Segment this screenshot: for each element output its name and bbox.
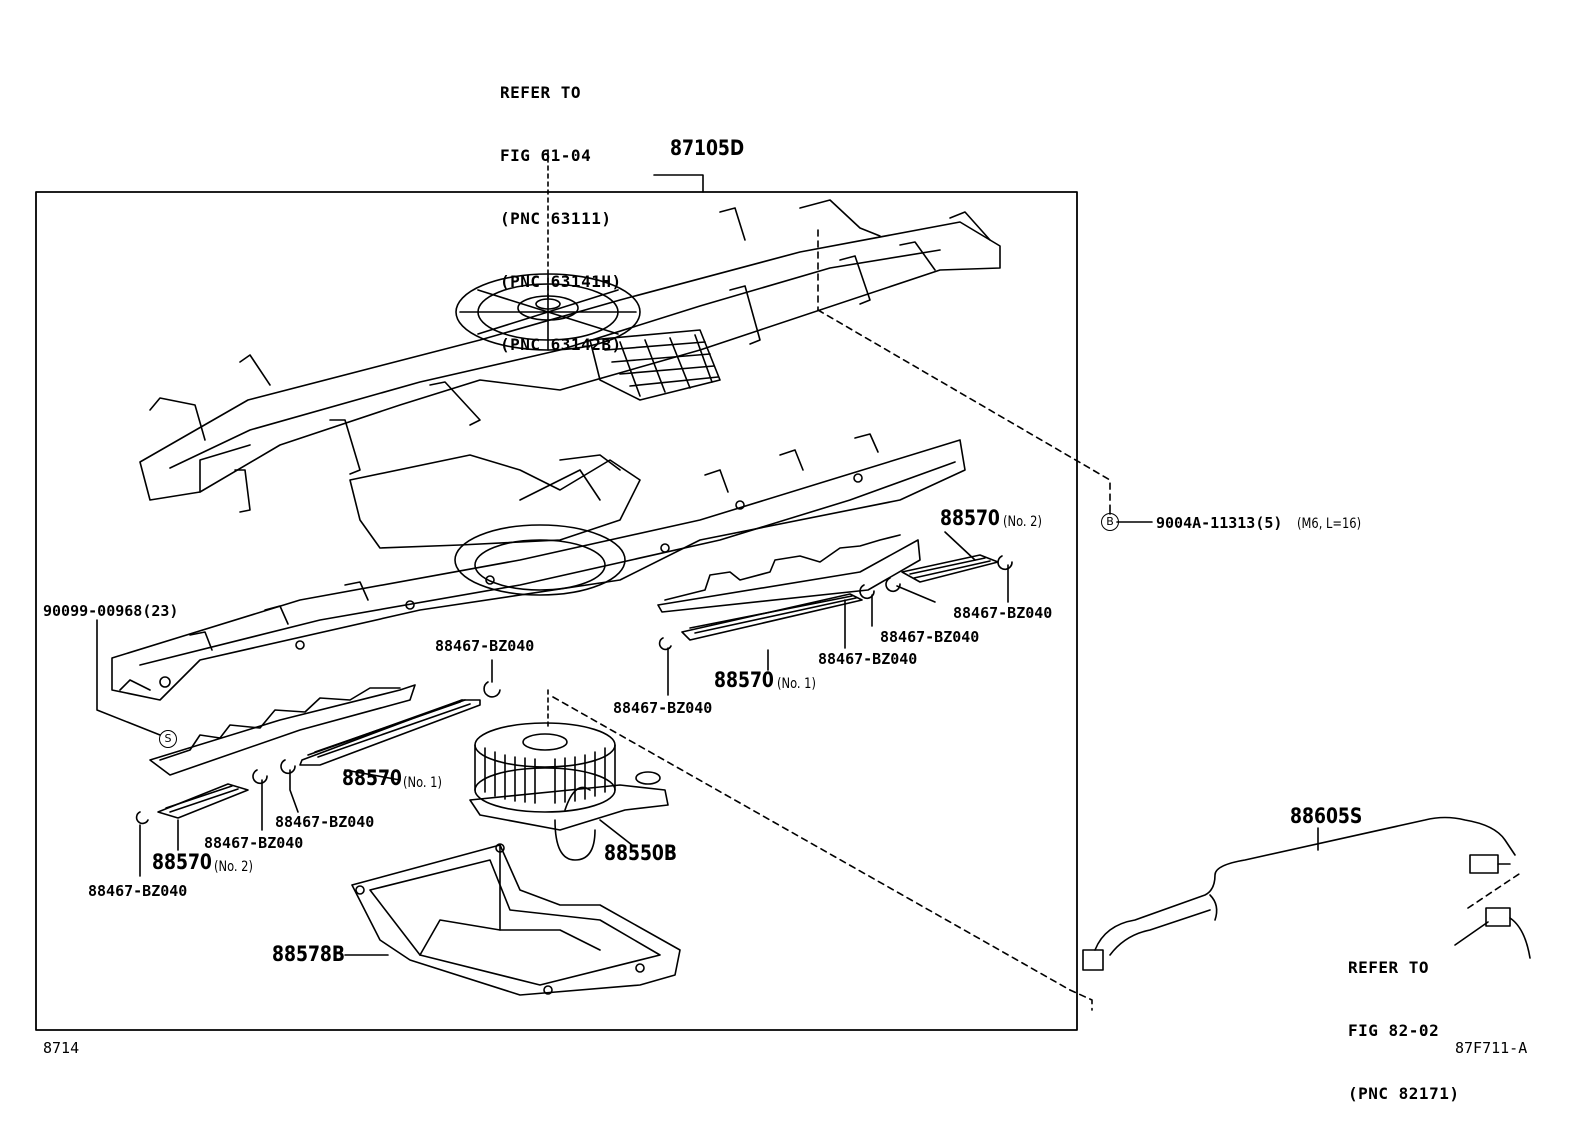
right-filter-group xyxy=(657,534,1013,651)
blower-motor xyxy=(469,722,669,861)
middle-duct-assembly xyxy=(111,433,966,701)
part-88605S[interactable]: 88605S xyxy=(1290,804,1363,828)
part-88570-no2-right[interactable]: 88570 xyxy=(940,506,1000,530)
clip-label-d[interactable]: 88467-BZ040 xyxy=(818,650,918,668)
bolt-b-spec: (M6, L=16) xyxy=(1297,516,1362,532)
part-88550B[interactable]: 88550B xyxy=(604,841,678,865)
refer-top-line3: (PNC 63111) xyxy=(500,209,612,228)
clip-label-e[interactable]: 88467-BZ040 xyxy=(613,699,713,717)
part-88570-no2-right-note: (No. 2) xyxy=(1003,514,1042,530)
screw-label[interactable]: 90099-00968(23) xyxy=(43,602,179,620)
upper-duct-assembly xyxy=(139,199,1001,513)
left-filter-group xyxy=(135,681,501,825)
refer-bottom-line1: REFER TO xyxy=(1348,958,1430,977)
footer-right-code: 87F711-A xyxy=(1455,1039,1528,1057)
assembly-frame xyxy=(35,191,1078,1031)
part-88570-no1-left[interactable]: 88570 xyxy=(342,766,402,790)
marker-s: S xyxy=(159,730,177,748)
clip-label-a[interactable]: 88467-BZ040 xyxy=(435,637,535,655)
part-88570-no1-right[interactable]: 88570 xyxy=(714,668,774,692)
clip-label-c[interactable]: 88467-BZ040 xyxy=(880,628,980,646)
clip-label-g[interactable]: 88467-BZ040 xyxy=(204,834,304,852)
refer-top-line4: (PNC 63141H) xyxy=(500,272,622,291)
part-88570-no1-right-note: (No. 1) xyxy=(777,676,816,692)
part-88570-no2-left[interactable]: 88570 xyxy=(152,850,212,874)
refer-top-line2: FIG 61-04 xyxy=(500,146,592,165)
footer-left-code: 8714 xyxy=(43,1039,80,1057)
refer-bottom-line2: FIG 82-02 xyxy=(1348,1021,1440,1040)
clip-label-h[interactable]: 88467-BZ040 xyxy=(88,882,188,900)
refer-fig-61-04: REFER TO FIG 61-04 (PNC 63111) (PNC 6314… xyxy=(500,40,622,376)
part-88570-no1-left-note: (No. 1) xyxy=(403,775,442,791)
lower-cover xyxy=(351,843,681,996)
wire-harness xyxy=(1082,816,1531,971)
parts-diagram xyxy=(35,149,1531,1031)
refer-fig-82-02: REFER TO FIG 82-02 (PNC 82171) xyxy=(1348,915,1459,1125)
clip-label-f[interactable]: 88467-BZ040 xyxy=(275,813,375,831)
refer-top-line5: (PNC 63142B) xyxy=(500,335,622,354)
refer-bottom-line3: (PNC 82171) xyxy=(1348,1084,1460,1103)
part-88578B[interactable]: 88578B xyxy=(272,942,346,966)
bolt-b-label[interactable]: 9004A-11313(5) xyxy=(1156,514,1283,532)
marker-b: B xyxy=(1101,513,1119,531)
clip-label-b[interactable]: 88467-BZ040 xyxy=(953,604,1053,622)
part-87105D[interactable]: 87105D xyxy=(670,136,745,160)
part-88570-no2-left-note: (No. 2) xyxy=(214,859,253,875)
refer-top-line1: REFER TO xyxy=(500,83,582,102)
